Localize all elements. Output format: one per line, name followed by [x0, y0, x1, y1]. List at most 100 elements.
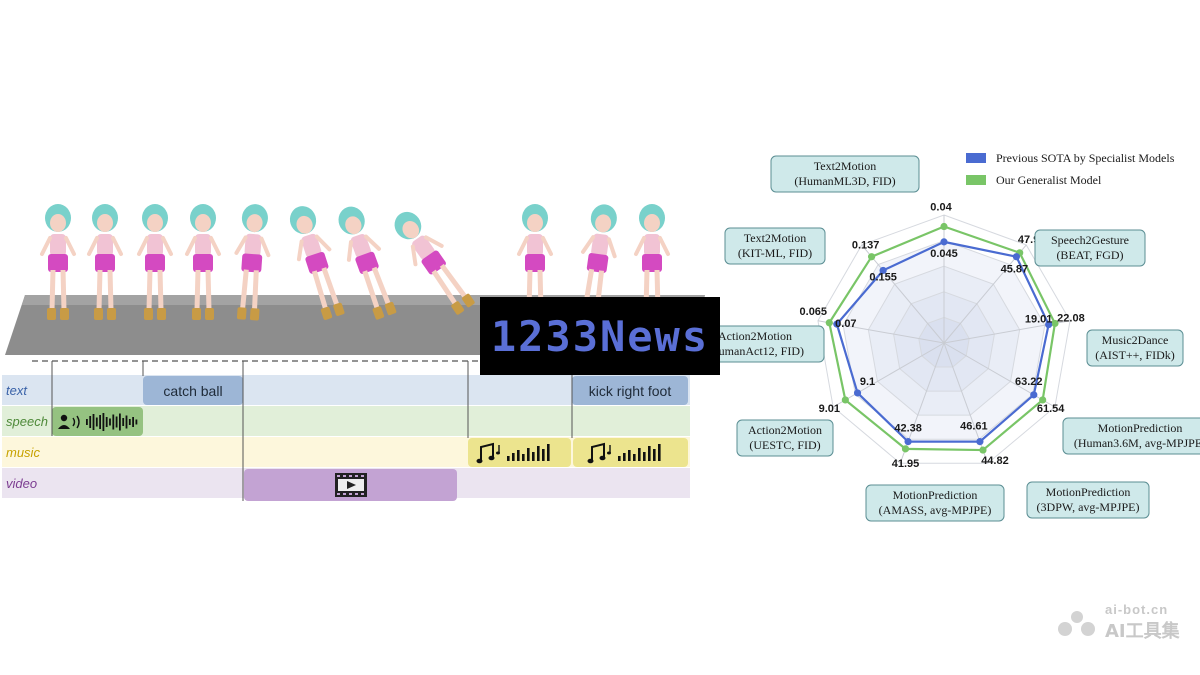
radar-spoke [832, 342, 945, 408]
radar-axis-label-line: Action2Motion [720, 329, 792, 343]
radar-axis-label-line: Action2Motion [748, 423, 822, 437]
radar-value-ours: 9.01 [819, 403, 840, 415]
radar-axis-label-box: Action2Motion(UESTC, FID) [736, 419, 834, 457]
radar-axis-label-line: (3DPW, avg-MPJPE) [1037, 500, 1140, 514]
radar-axis-label-line: (AIST++, FIDk) [1095, 348, 1175, 362]
dancer-figure [394, 211, 475, 315]
radar-spoke [861, 244, 945, 344]
radar-axis-label-box: MotionPrediction(AMASS, avg-MPJPE) [865, 484, 1005, 522]
radar-axis-label-line: MotionPrediction [893, 488, 978, 502]
radar-value-ours: 61.54 [1037, 403, 1065, 415]
radar-axis-label-box: Action2Motion(HumanAct12, FID) [720, 325, 825, 363]
film-play-icon [334, 473, 367, 497]
legend-label: Previous SOTA by Specialist Models [996, 151, 1175, 165]
radar-axis-label-line: Text2Motion [814, 159, 877, 173]
radar-point-previous [879, 266, 887, 275]
radar-spoke [943, 244, 1027, 344]
radar-value-previous: 19.01 [1025, 314, 1053, 326]
track-label-video: video [6, 476, 38, 491]
legend-swatch [966, 175, 986, 185]
radar-point-ours [979, 446, 987, 454]
radar-point-previous [833, 320, 841, 328]
speech-waveform-icon [57, 412, 137, 431]
radar-point-ours [1051, 319, 1059, 328]
clip-speech [52, 407, 143, 436]
watermark-text: 1233News [490, 311, 710, 361]
dancer-figure [137, 204, 173, 320]
clip-kick-right-foot-label: kick right foot [588, 382, 672, 399]
radar-point-ours [841, 396, 849, 404]
dancer-figure [289, 206, 345, 320]
legend-label: Our Generalist Model [996, 173, 1102, 187]
music-note-icon [587, 442, 661, 463]
legend-swatch [966, 153, 986, 163]
clip-catch-ball: catch ball [143, 376, 243, 405]
radar-value-previous: 0.07 [835, 318, 856, 330]
radar-value-previous: 42.38 [894, 423, 922, 435]
clip-music-2 [573, 438, 688, 467]
radar-point-ours [1039, 396, 1047, 404]
dancer-figure [40, 204, 76, 320]
brand-name: AI工具集 [1105, 621, 1180, 642]
radar-series-ours [828, 225, 1057, 452]
radar-point-previous [853, 389, 862, 397]
radar-value-ours: 0.065 [800, 306, 828, 318]
music-note-icon [476, 442, 550, 463]
dancer-figure [338, 206, 397, 320]
timeline-connectors [51, 361, 573, 501]
radar-axis-label-line: (AMASS, avg-MPJPE) [879, 503, 992, 517]
radar-axis-label-line: (UESTC, FID) [749, 438, 820, 452]
radar-value-previous: 63.22 [1015, 376, 1043, 388]
radar-axis-label-line: (KIT-ML, FID) [738, 246, 812, 260]
dancer-figure [87, 204, 123, 320]
radar-series-previous [835, 240, 1050, 443]
radar-axis-label-line: Speech2Gesture [1051, 233, 1129, 247]
radar-value-previous: 9.1 [860, 376, 875, 388]
radar-axis-label-box: Speech2Gesture(BEAT, FGD) [1034, 229, 1146, 267]
radar-axis-label-line: (Human3.6M, avg-MPJPE) [1074, 436, 1200, 450]
radar-axis-label-line: (HumanML3D, FID) [794, 174, 895, 188]
radar-point-previous [1030, 391, 1038, 399]
radar-axis-label-box: Text2Motion(KIT-ML, FID) [724, 227, 826, 265]
radar-axis-label-line: Text2Motion [744, 231, 807, 245]
radar-point-ours [825, 319, 833, 327]
watermark-banner: 1233News [480, 297, 720, 375]
radar-series [825, 222, 1059, 454]
clip-catch-ball-label: catch ball [163, 382, 223, 399]
clip-music-1 [468, 438, 571, 467]
radar-axis-label-box: MotionPrediction(Human3.6M, avg-MPJPE) [1062, 417, 1200, 455]
dancer-figure [234, 204, 271, 321]
radar-point-previous [1012, 253, 1021, 261]
radar-point-ours [940, 222, 948, 231]
radar-value-ours: 0.04 [930, 202, 952, 214]
brand-url: ai-bot.cn [1105, 602, 1169, 617]
radar-value-previous: 0.155 [869, 271, 897, 283]
radar-value-previous: 0.045 [930, 248, 958, 260]
dancer-figure [634, 204, 670, 320]
radar-value-previous: 45.87 [1001, 264, 1029, 276]
radar-value-ours: 41.95 [892, 458, 920, 470]
radar-point-ours [867, 253, 876, 261]
clip-video [244, 469, 457, 501]
brand-watermark: ai-bot.cn AI工具集 [1055, 602, 1180, 643]
radar-axis-label-line: Music2Dance [1102, 333, 1169, 347]
track-label-text: text [6, 383, 27, 398]
radar-point-previous [940, 238, 948, 246]
clip-kick-right-foot: kick right foot [572, 376, 688, 405]
brand-logo-icon [1058, 610, 1095, 636]
radar-axis-label-line: (BEAT, FGD) [1056, 248, 1123, 262]
radar-value-previous: 46.61 [960, 421, 988, 433]
radar-point-ours [901, 445, 910, 453]
dancer-figure [517, 204, 553, 320]
track-label-speech: speech [6, 414, 48, 429]
radar-value-ours: 44.82 [981, 455, 1009, 467]
radar-axis-label-box: Text2Motion(HumanML3D, FID) [770, 155, 920, 193]
radar-value-ours: 0.137 [852, 240, 880, 252]
radar-axis-label-line: MotionPrediction [1098, 421, 1183, 435]
radar-point-previous [976, 438, 984, 446]
radar-axis-label-line: (HumanAct12, FID) [720, 344, 804, 358]
radar-point-previous [904, 438, 912, 446]
